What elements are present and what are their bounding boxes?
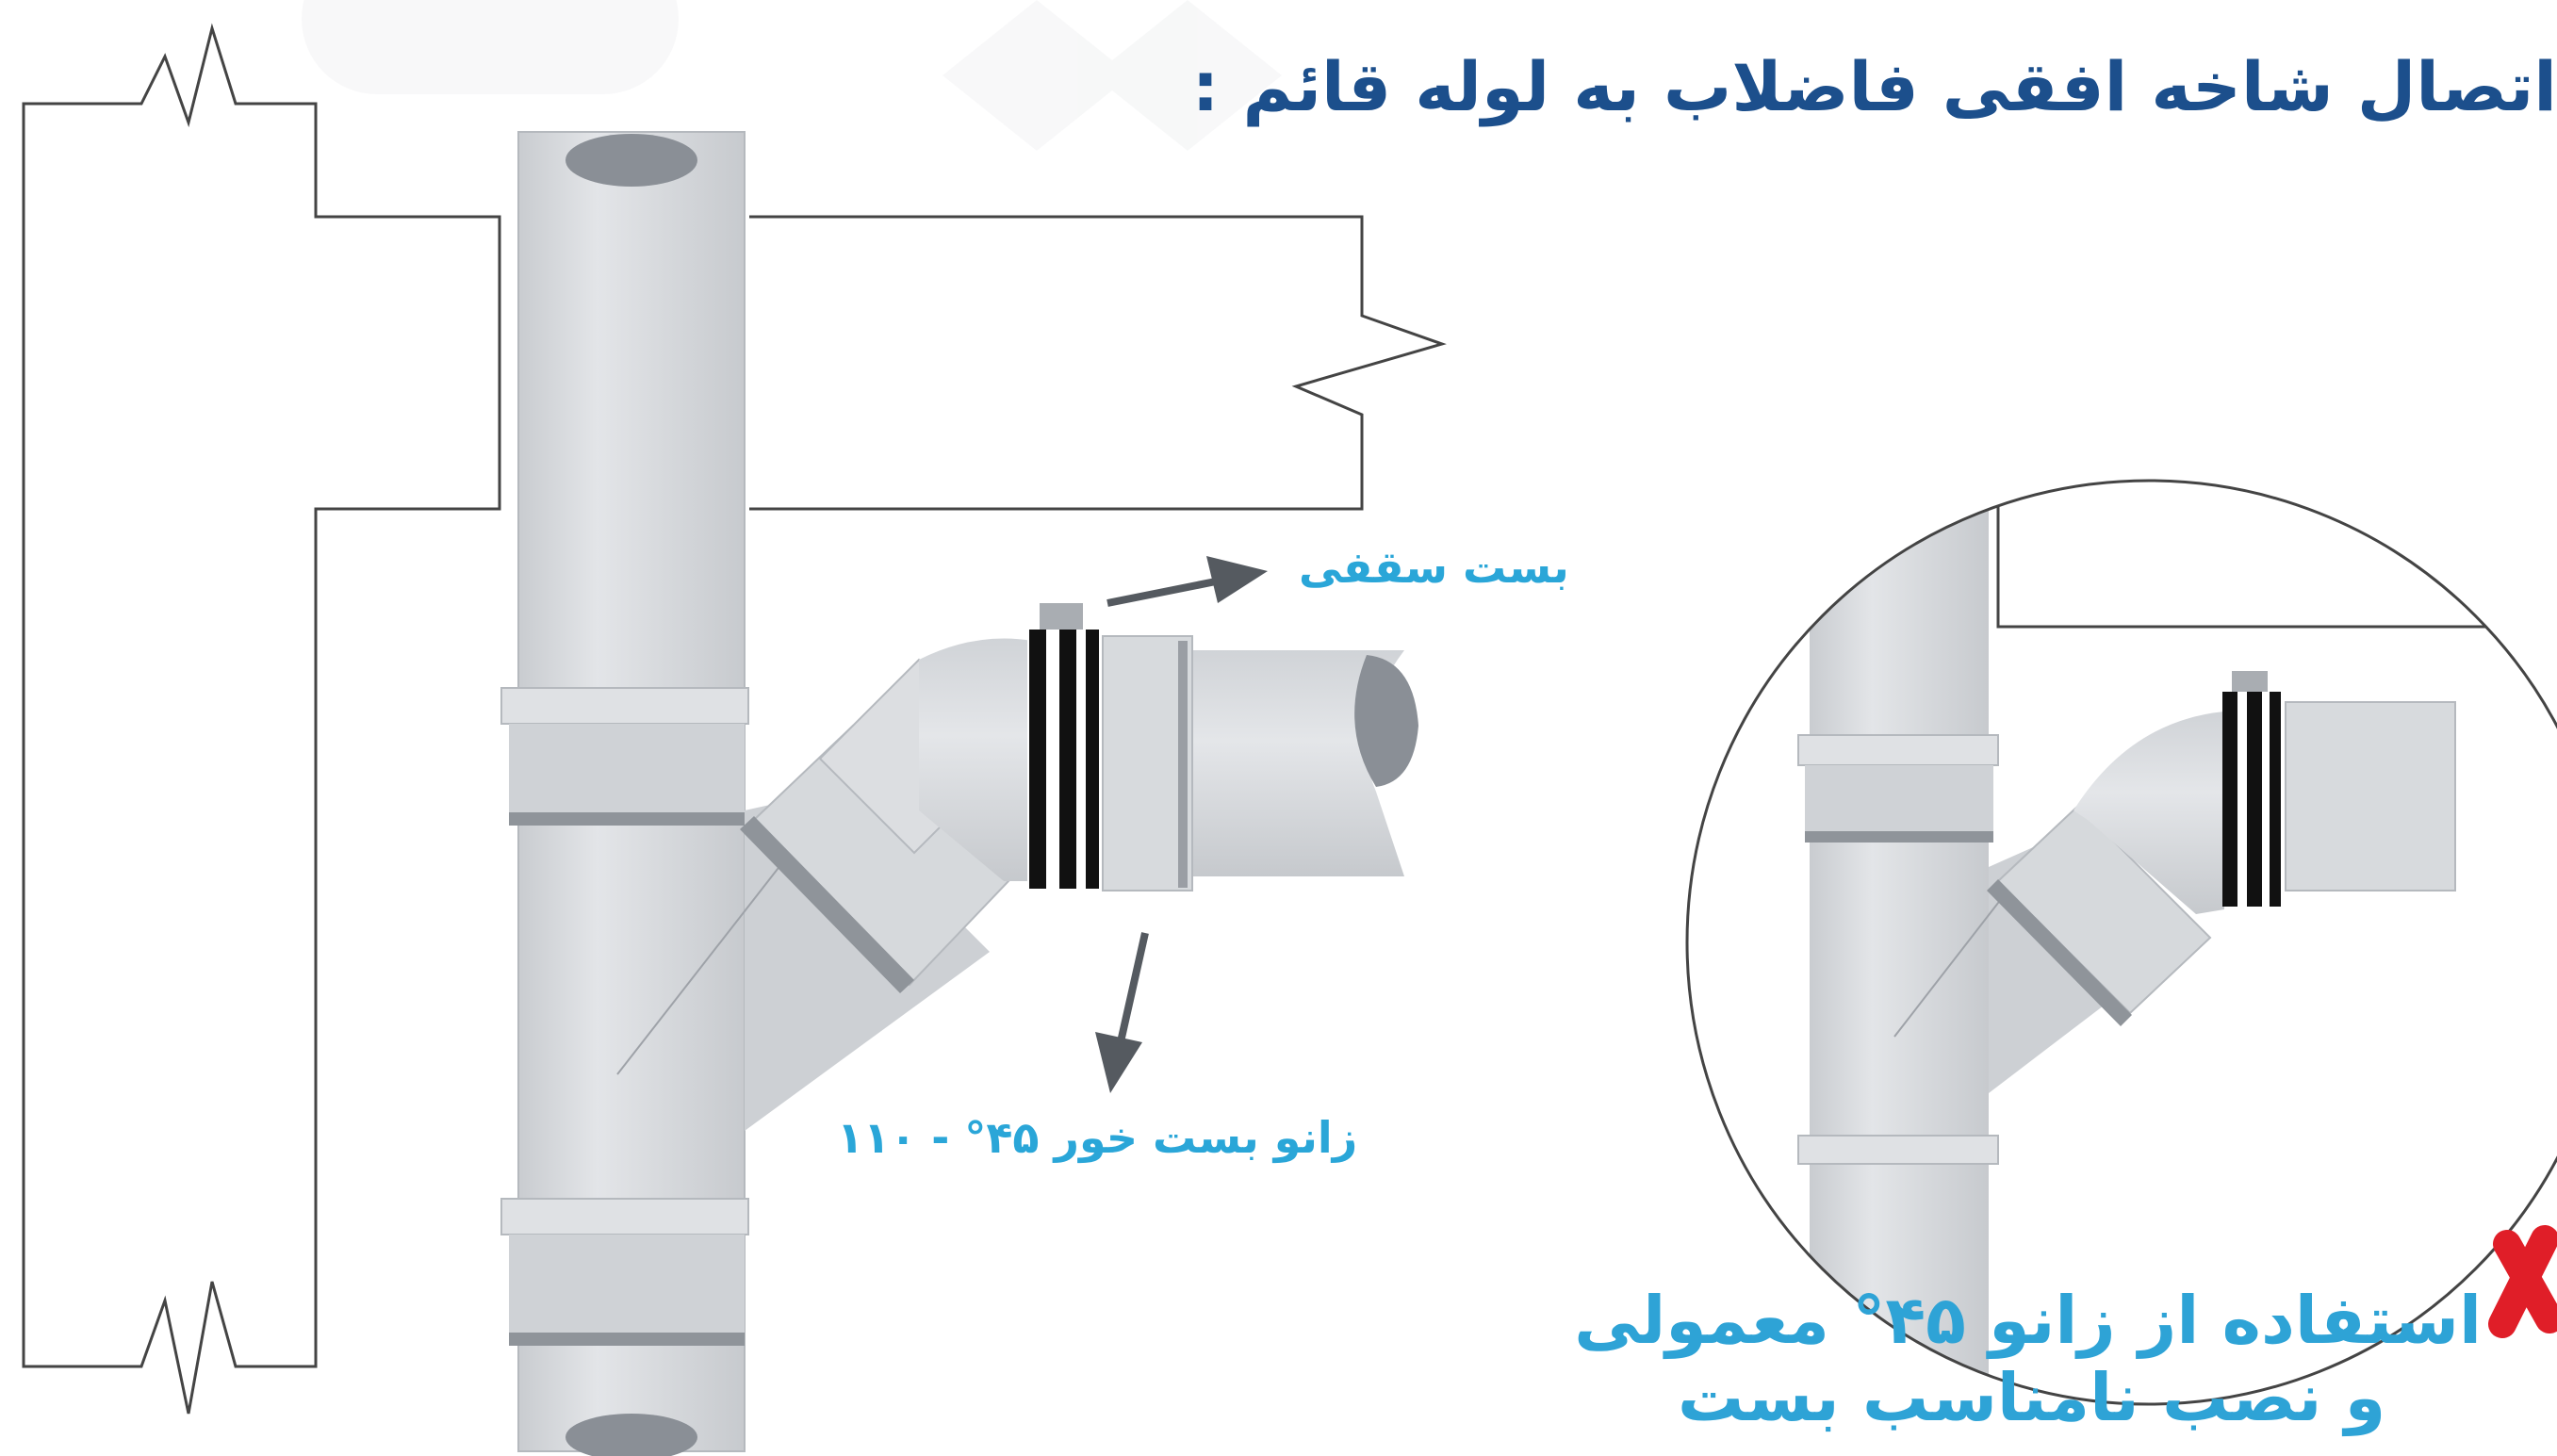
elbow-spec-label: زانو بست خور ۴۵° - ۱۱۰ [837, 1112, 1358, 1163]
pipe-opening-top [565, 134, 697, 187]
watermark [302, 0, 1282, 151]
pipe-opening-right [1354, 655, 1418, 787]
arrow-to-clamp [1106, 556, 1268, 607]
vertical-pipe [500, 131, 749, 1456]
pipe-opening-bottom [565, 1414, 697, 1456]
warning-caption-line2: و نصب نامناسب بست [1678, 1359, 2386, 1436]
diagram-title: اتصال شاخه افقی فاضلاب به لوله قائم : [1191, 47, 2557, 126]
ceiling-clamp-label: بست سقفی [1299, 542, 1569, 593]
detail-inset [1685, 479, 2557, 1406]
horizontal-pipe [1102, 635, 1418, 892]
ceiling-clamp [1027, 603, 1099, 889]
arrow-to-elbow [1095, 932, 1149, 1093]
y-branch-fitting [616, 638, 1032, 1131]
warning-caption-line1: استفاده از زانو ۴۵° معمولی [1574, 1282, 2482, 1359]
ceiling-slab [749, 215, 1447, 511]
x-mark-icon [2488, 1225, 2557, 1338]
concrete-wall [22, 23, 501, 1415]
